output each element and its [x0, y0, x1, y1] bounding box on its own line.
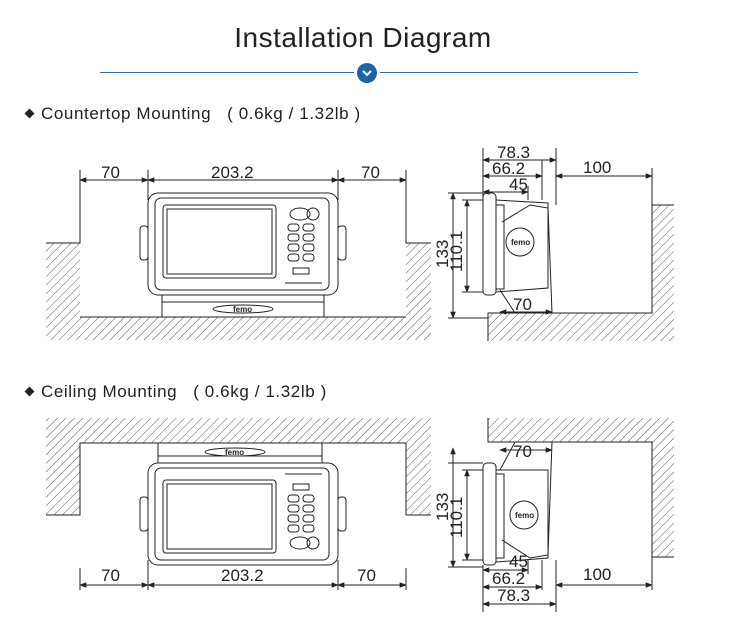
dim-height: 133	[433, 240, 452, 268]
brand-logo: femo	[225, 448, 244, 457]
dim-rear-gap: 100	[583, 158, 611, 177]
countertop-side-view	[448, 148, 674, 341]
section-label: Countertop Mounting	[41, 104, 212, 123]
dim-height-body: 110.1	[447, 231, 466, 272]
ceiling-side-view	[448, 418, 674, 612]
dim-bracket: 70	[513, 442, 532, 461]
dim-right-gap: 70	[361, 163, 380, 182]
section-weight: ( 0.6kg / 1.32lb )	[193, 382, 327, 401]
dim-right-gap: 70	[357, 566, 376, 585]
dim-bracket: 70	[513, 295, 532, 314]
page-title: Installation Diagram	[234, 22, 492, 53]
brand-logo: femo	[233, 305, 252, 314]
dim-width: 203.2	[221, 566, 264, 585]
brand-logo: femo	[515, 511, 534, 520]
dim-depth-screen: 45	[509, 552, 528, 571]
dim-left-gap: 70	[101, 566, 120, 585]
ceiling-front-view	[46, 418, 431, 590]
section-weight: ( 0.6kg / 1.32lb )	[227, 104, 361, 123]
section-ceiling: Ceiling Mounting ( 0.6kg / 1.32lb )	[24, 382, 327, 402]
dim-depth-body: 66.2	[492, 159, 525, 178]
dim-depth: 78.3	[497, 143, 530, 162]
brand-logo: femo	[511, 238, 530, 247]
dim-depth: 78.3	[497, 586, 530, 605]
dim-height: 133	[433, 493, 452, 521]
dim-depth-screen: 45	[509, 175, 528, 194]
dim-left-gap: 70	[101, 163, 120, 182]
chevron-down-icon	[357, 63, 377, 83]
dim-height-body: 110.1	[447, 497, 466, 538]
section-label: Ceiling Mounting	[41, 382, 178, 401]
countertop-front-view	[46, 170, 431, 340]
dim-rear-gap: 100	[583, 565, 611, 584]
section-countertop: Countertop Mounting ( 0.6kg / 1.32lb )	[24, 104, 361, 124]
dim-width: 203.2	[211, 163, 254, 182]
dim-depth-body: 66.2	[492, 569, 525, 588]
